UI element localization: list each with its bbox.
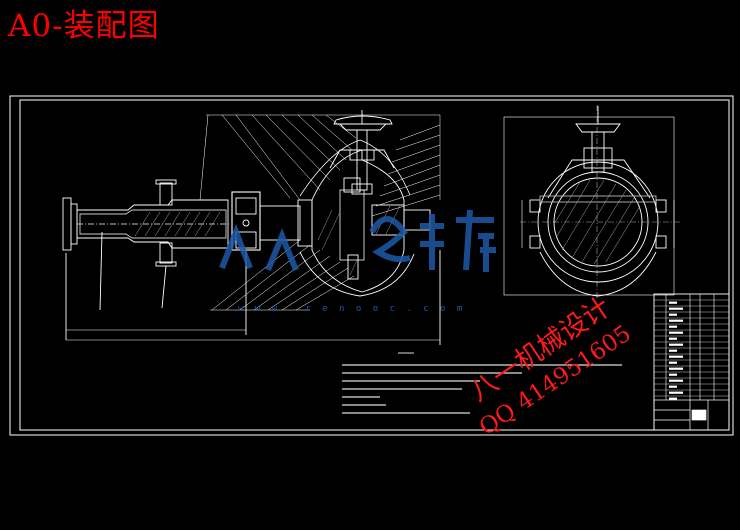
valve-body <box>311 149 405 293</box>
side-view <box>503 105 680 300</box>
parts-list-scribble <box>669 397 677 400</box>
technical-notes <box>342 352 622 414</box>
outer-border <box>9 95 734 436</box>
parts-list-scribble <box>669 391 683 394</box>
svg-text:w w w . r e n o o c . c o m: w w w . r e n o o c . c o m <box>238 304 465 314</box>
parts-list-scribble <box>669 373 677 376</box>
side-body-outer <box>537 161 659 283</box>
parts-list-scribble <box>669 343 683 346</box>
parts-list-scribble <box>669 379 683 382</box>
parts-list-scribble <box>669 301 677 304</box>
parts-list-text <box>669 301 683 400</box>
inner-border <box>19 99 730 431</box>
parts-list-scribble <box>669 361 677 364</box>
parts-list-scribble <box>669 319 683 322</box>
parts-list-scribble <box>669 367 683 370</box>
parts-list-table <box>653 293 730 431</box>
parts-list-scribble <box>669 307 683 310</box>
sheet-frame <box>9 95 734 436</box>
inlet-flange <box>62 197 72 251</box>
drawing-title: A0-装配图 <box>8 8 160 44</box>
parts-list-scribble <box>669 313 677 316</box>
parts-list-rows <box>654 299 729 397</box>
parts-list-scribble <box>669 325 677 328</box>
handwheel <box>333 115 393 125</box>
parts-list-scribble <box>669 355 683 358</box>
parts-list-scribble <box>669 349 677 352</box>
title-block <box>653 399 730 431</box>
front-view <box>62 110 441 345</box>
parts-list-scribble <box>669 337 677 340</box>
parts-list-scribble <box>669 385 677 388</box>
parts-list-scribble <box>669 331 683 334</box>
blue-watermark <box>219 209 496 272</box>
